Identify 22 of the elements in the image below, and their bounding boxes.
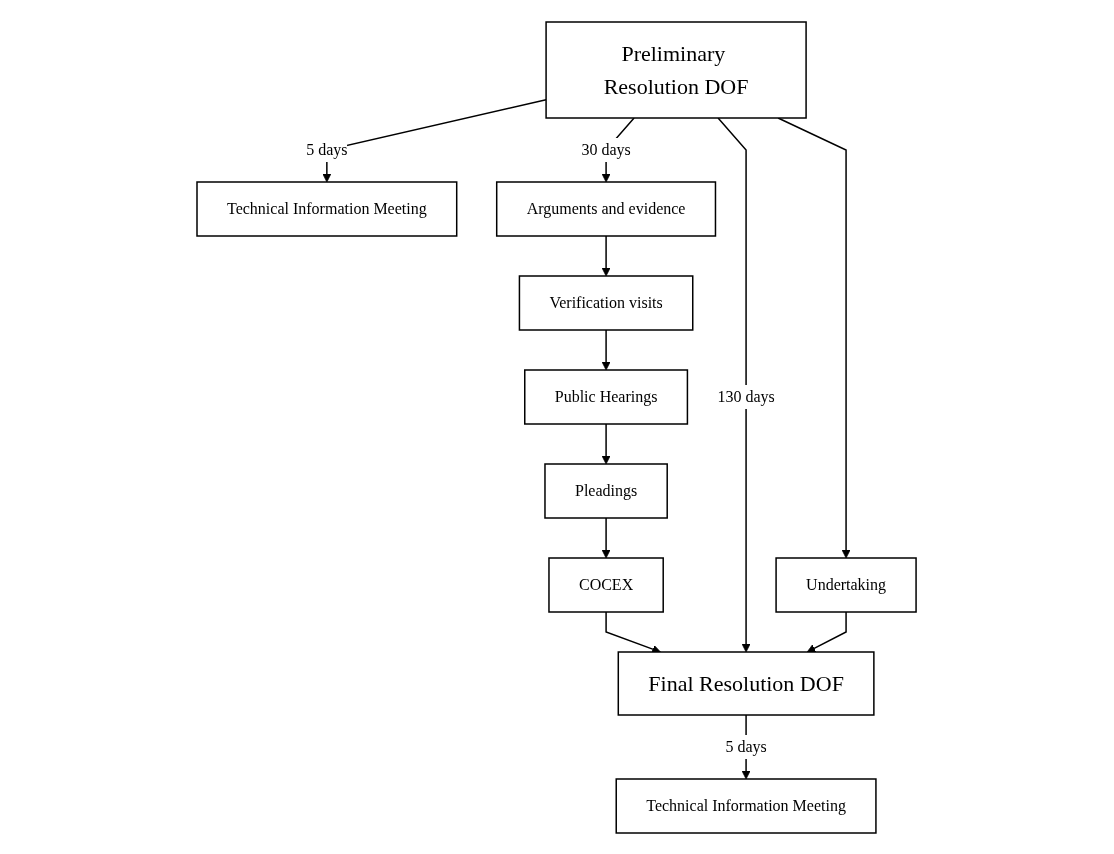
node-box: Arguments and evidence	[496, 180, 717, 237]
arrow	[605, 610, 662, 653]
arrow	[777, 116, 851, 558]
node-box: Verification visits	[519, 274, 694, 331]
node-box: Undertaking	[775, 556, 918, 613]
arrow	[602, 422, 611, 464]
arrow	[602, 328, 611, 370]
node-box: Preliminary Resolution DOF	[545, 20, 808, 119]
node-box: Technical Information Meeting	[196, 180, 458, 237]
arrow	[602, 516, 611, 558]
node-box: Public Hearings	[524, 368, 689, 425]
node-box: Technical Information Meeting	[615, 777, 878, 834]
node-box: Final Resolution DOF	[618, 650, 876, 716]
edge-label: 5 days	[725, 737, 768, 755]
arrow	[807, 610, 848, 652]
arrow	[602, 234, 611, 276]
node-box: Pleadings	[544, 462, 669, 519]
edge-label: 130 days	[717, 387, 776, 405]
arrow	[717, 116, 751, 652]
node-box: COCEX	[548, 556, 665, 613]
edge-label: 30 days	[581, 140, 632, 158]
edge-label: 5 days	[306, 140, 348, 158]
